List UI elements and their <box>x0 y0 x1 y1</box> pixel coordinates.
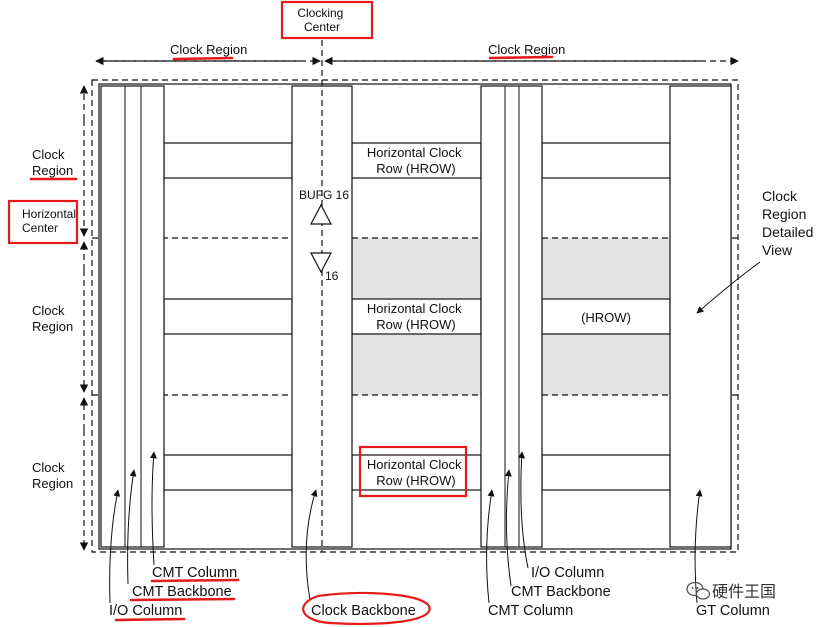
clock-region-top-right-underline <box>488 55 554 60</box>
cmt-backbone-right-leader <box>504 469 512 587</box>
hrow-3-highlight <box>358 445 468 498</box>
clocking-center-highlight <box>280 0 374 40</box>
cmt-column-left-leader <box>149 451 157 566</box>
wechat-icon <box>686 581 711 600</box>
clock-region-left-1-label: Clock Region <box>32 147 73 178</box>
io-column-right-label: I/O Column <box>531 565 604 581</box>
right-io-cmt-column <box>480 85 543 548</box>
hrow-bar-left-2 <box>163 298 293 335</box>
io-column-left-leader <box>109 489 121 604</box>
clock-backbone-highlight <box>302 591 431 625</box>
bufg-down-triangle <box>310 252 332 274</box>
cmt-backbone-right-label: CMT Backbone <box>511 584 611 600</box>
cmt-column-right-leader <box>486 489 495 604</box>
bufg-up-triangle <box>310 203 332 225</box>
io-column-left-underline <box>114 617 186 622</box>
horizontal-center-label: Horizontal Center <box>22 207 79 235</box>
cmt-column-right-label: CMT Column <box>488 603 573 619</box>
hrow-1-label: Horizontal Clock Row (HROW) <box>367 145 465 176</box>
horizontal-center-highlight <box>7 199 79 245</box>
clock-backbone-label: Clock Backbone <box>311 603 416 619</box>
watermark-text: 硬件王国 <box>712 582 776 601</box>
hrow-box-1 <box>351 142 482 179</box>
clocking-center-label: Clocking Center <box>297 6 346 34</box>
hrow-2-label: Horizontal Clock Row (HROW) <box>367 301 465 332</box>
gt-column <box>669 85 732 548</box>
bufg-output-label: 16 <box>325 269 339 283</box>
clock-region-top-left-label: Clock Region <box>170 42 247 57</box>
hrow-bar-left-1 <box>163 142 293 179</box>
clock-region-top-right-label: Clock Region <box>488 42 565 57</box>
gt-column-label: GT Column <box>696 603 770 619</box>
cmt-column-left-label: CMT Column <box>152 565 237 581</box>
detailed-view-label: Clock Region Detailed View <box>762 188 817 258</box>
hrow-bar-right-1 <box>541 142 671 179</box>
clock-region-left-3-label: Clock Region <box>32 460 73 491</box>
cmt-column-left-underline <box>150 578 240 583</box>
cmt-backbone-left-underline <box>129 597 236 602</box>
hrow-short-label: (HROW) <box>581 310 631 325</box>
clock-region-top-left-underline <box>172 56 234 61</box>
io-column-left-label: I/O Column <box>109 603 182 619</box>
gt-column-leader <box>694 489 703 604</box>
device-outer-frame <box>91 79 739 553</box>
cmt-backbone-left-label: CMT Backbone <box>132 584 232 600</box>
clock-backbone-leader <box>305 489 318 601</box>
bufg-label: BUFG 16 <box>299 188 349 202</box>
clock-region-left-2-label: Clock Region <box>32 303 73 334</box>
hrow-3-label: Horizontal Clock Row (HROW) <box>367 457 465 488</box>
io-column-right-leader <box>518 451 529 569</box>
detailed-view-arrow <box>696 261 761 314</box>
hrow-bar-left-3 <box>163 454 293 491</box>
hrow-bar-right-3 <box>541 454 671 491</box>
cmt-backbone-left-leader <box>127 469 137 585</box>
